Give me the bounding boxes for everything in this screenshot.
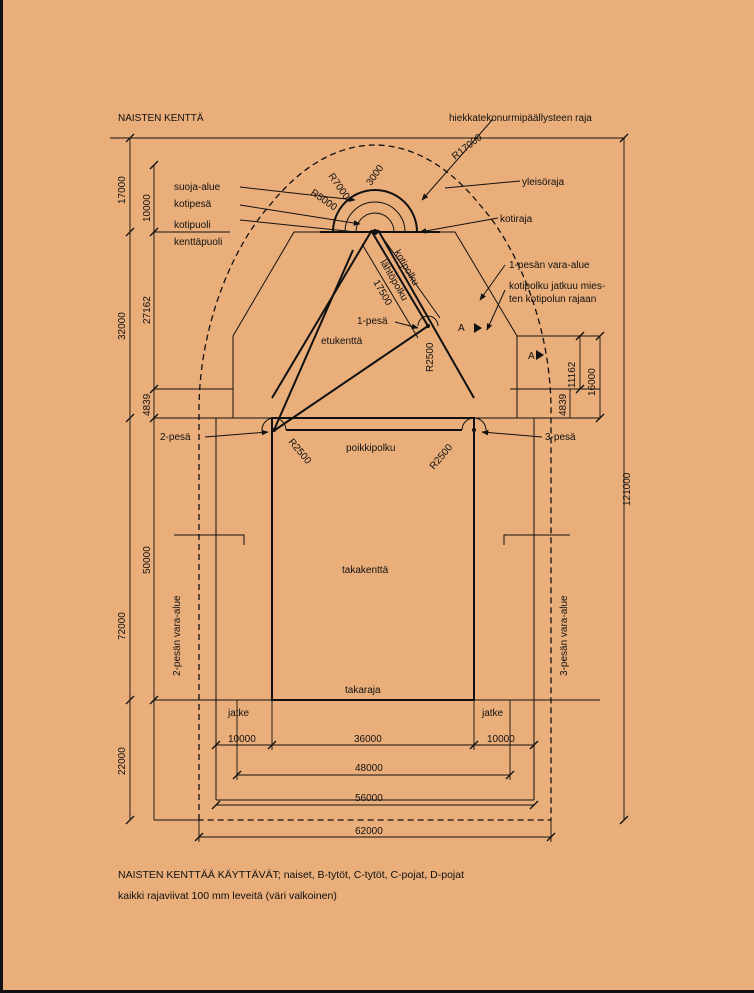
- dim-62000: 62000: [355, 826, 383, 837]
- leader-kotiraja: [419, 217, 499, 234]
- label-suoja-alue: suoja-alue: [174, 182, 221, 193]
- label-a-top: A: [458, 323, 465, 334]
- bottom-ticks: [194, 740, 556, 842]
- label-yleisoraja: yleisöraja: [522, 177, 565, 188]
- label-kotipesa: kotipesä: [174, 199, 212, 210]
- leader-kotipesa: [239, 204, 361, 226]
- label-kotipolku-jatkuu-1: kotipolku jatkuu mies-: [509, 281, 605, 292]
- dim-48000: 48000: [355, 763, 383, 774]
- leader-1pesa-vara: [479, 264, 506, 301]
- label-r2500-base1: R2500: [425, 342, 436, 372]
- dim-72000: 72000: [117, 612, 128, 640]
- label-jatke-left: jatke: [227, 708, 250, 719]
- dimension-ticks: [125, 133, 629, 825]
- dim-56000: 56000: [355, 793, 383, 804]
- label-r17000: R17000: [450, 132, 485, 163]
- right-foul-line: [377, 229, 475, 399]
- dim-27162: 27162: [142, 296, 153, 324]
- leader-suoja-alue: [239, 186, 356, 203]
- label-1pesa-vara: 1-pesän vara-alue: [509, 260, 590, 271]
- dim-10000-left: 10000: [228, 734, 256, 745]
- leader-yleisoraja: [444, 180, 521, 189]
- usage-note: NAISTEN KENTTÄÄ KÄYTTÄVÄT; naiset, B-tyt…: [118, 869, 465, 881]
- dim-36000: 36000: [354, 734, 382, 745]
- dim-32000: 32000: [117, 312, 128, 340]
- label-3000: 3000: [364, 163, 386, 188]
- dim-16000: 16000: [587, 368, 598, 396]
- home-path-line-3: [379, 233, 441, 319]
- label-hiekka: hiekkatekonurmipäällysteen raja: [449, 113, 592, 124]
- spectator-boundary-line: [198, 144, 552, 821]
- home-to-base2-line: [273, 249, 354, 431]
- label-3pesa: 3-pesä: [545, 432, 576, 443]
- dim-17000: 17000: [117, 176, 128, 204]
- leader-kotipolku-jatkuu: [486, 289, 506, 331]
- leader-hiekka: [421, 118, 494, 201]
- section-a-marker-top: [474, 323, 482, 333]
- label-poikkipolku: poikkipolku: [346, 443, 395, 454]
- label-kotipuoli: kotipuoli: [174, 220, 211, 231]
- label-a-right: A: [528, 351, 535, 362]
- base3-dot: [472, 428, 476, 432]
- label-3pesa-vara: 3-pesän vara-alue: [559, 595, 570, 676]
- dim-121000: 121000: [622, 472, 633, 506]
- home-path-line: [371, 231, 429, 327]
- diagram-title: NAISTEN KENTTÄ: [118, 112, 204, 124]
- label-takakentta: takakenttä: [342, 565, 389, 576]
- leader-1pesa: [394, 321, 419, 330]
- leader-kotipuoli: [239, 219, 357, 233]
- base3-reserve-leader: [503, 534, 570, 545]
- leader-2pesa: [204, 429, 269, 438]
- dim-4839-right: 4839: [558, 393, 569, 416]
- base1-to-base2-line: [274, 325, 429, 431]
- line-width-note: kaikki rajaviivat 100 mm leveitä (väri v…: [118, 890, 337, 902]
- surface-boundary-line-right: [517, 417, 535, 800]
- dim-10000-right: 10000: [487, 734, 515, 745]
- dim-4839-left: 4839: [142, 393, 153, 416]
- label-1pesa: 1-pesä: [357, 316, 388, 327]
- dim-10000: 10000: [142, 194, 153, 222]
- label-r2500-base2: R2500: [286, 437, 314, 467]
- section-a-marker-right: [536, 350, 544, 360]
- base1-circle: [417, 315, 439, 327]
- dim-22000: 22000: [117, 747, 128, 775]
- label-r5000: R5000: [308, 187, 339, 213]
- dim-11162: 11162: [567, 361, 578, 388]
- label-r2500-base3: R2500: [428, 442, 456, 472]
- leader-3pesa: [481, 429, 543, 438]
- label-etukentta: etukenttä: [321, 336, 363, 347]
- base1-dot: [426, 324, 430, 328]
- dim-50000: 50000: [142, 546, 153, 574]
- home-plate-dot: [372, 229, 378, 235]
- label-2pesa: 2-pesä: [160, 432, 191, 443]
- label-kotiraja: kotiraja: [500, 214, 533, 225]
- base2-reserve-leader: [174, 534, 245, 545]
- label-takaraja: takaraja: [345, 685, 381, 696]
- base2-dot: [272, 428, 276, 432]
- home-path-line-2: [361, 243, 419, 339]
- label-jatke-right: jatke: [481, 708, 504, 719]
- home-arc-outer: [332, 189, 418, 233]
- left-foul-line: [271, 229, 373, 399]
- label-kotipolku-jatkuu-2: ten kotipolun rajaan: [509, 294, 596, 305]
- label-2pesa-vara: 2-pesän vara-alue: [172, 595, 183, 676]
- home-arc-mid: [344, 201, 406, 233]
- label-kenttapuoli: kenttäpuoli: [174, 237, 222, 248]
